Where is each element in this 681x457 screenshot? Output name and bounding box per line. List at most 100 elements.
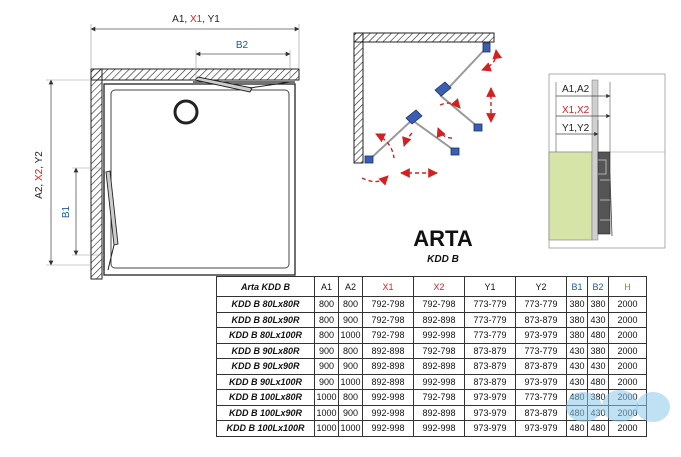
table-cell: 1000 bbox=[338, 420, 363, 437]
table-cell: 2000 bbox=[608, 327, 647, 344]
table-cell: 380 bbox=[566, 296, 588, 313]
table-cell: 892-898 bbox=[362, 358, 414, 375]
table-cell: 773-779 bbox=[515, 296, 567, 313]
table-cell: 773-779 bbox=[464, 311, 516, 328]
table-cell: 480 bbox=[587, 420, 609, 437]
opening-diagram bbox=[353, 32, 503, 186]
table-cell: 2000 bbox=[608, 373, 647, 390]
table-cell: 892-898 bbox=[413, 311, 465, 328]
swing-arrow bbox=[439, 98, 461, 109]
tile-layer bbox=[591, 79, 599, 241]
plan-wall-top bbox=[90, 68, 300, 81]
handle-icon bbox=[364, 155, 374, 164]
table-cell: 773-779 bbox=[515, 389, 567, 406]
table-header-cell: Y2 bbox=[515, 276, 567, 297]
model-cell: KDD B 90Lx90R bbox=[216, 358, 315, 375]
table-cell: 800 bbox=[314, 311, 339, 328]
profile-section bbox=[597, 151, 611, 235]
swing-arrow bbox=[481, 49, 503, 72]
table-cell: 973-979 bbox=[515, 373, 567, 390]
table-cell: 873-879 bbox=[464, 373, 516, 390]
table-cell: 800 bbox=[314, 327, 339, 344]
model-cell: KDD B 80Lx100R bbox=[216, 327, 315, 344]
model-cell: KDD B 80Lx90R bbox=[216, 311, 315, 328]
detail-a-label: A1,A2 bbox=[562, 84, 590, 95]
swing-arrow bbox=[436, 127, 453, 139]
left-door-panel bbox=[105, 170, 119, 246]
table-cell: 430 bbox=[566, 373, 588, 390]
table-cell: 430 bbox=[587, 404, 609, 421]
table-cell: 800 bbox=[338, 389, 363, 406]
table-cell: 973-979 bbox=[515, 327, 567, 344]
model-cell: KDD B 100Lx80R bbox=[216, 389, 315, 406]
table-cell: 380 bbox=[587, 389, 609, 406]
dim-b2-label: B2 bbox=[236, 40, 249, 51]
table-cell: 1000 bbox=[314, 404, 339, 421]
table-cell: 900 bbox=[314, 342, 339, 359]
table-header-cell: H bbox=[608, 276, 647, 297]
table-cell: 792-798 bbox=[362, 296, 414, 313]
opening-wall-left bbox=[353, 32, 364, 164]
table-cell: 992-998 bbox=[362, 420, 414, 437]
table-cell: 873-879 bbox=[464, 358, 516, 375]
drain-icon bbox=[173, 99, 199, 125]
wall-section bbox=[548, 151, 593, 241]
table-cell: 380 bbox=[587, 342, 609, 359]
model-cell: KDD B 80Lx80R bbox=[216, 296, 315, 313]
table-cell: 430 bbox=[566, 358, 588, 375]
table-header-cell: A1 bbox=[314, 276, 339, 297]
table-cell: 2000 bbox=[608, 404, 647, 421]
table-header-cell: B1 bbox=[566, 276, 588, 297]
table-cell: 380 bbox=[566, 311, 588, 328]
table-cell: 2000 bbox=[608, 296, 647, 313]
door-panel-lower bbox=[368, 118, 456, 161]
table-cell: 480 bbox=[566, 389, 588, 406]
table-cell: 792-798 bbox=[413, 342, 465, 359]
table-cell: 992-998 bbox=[362, 389, 414, 406]
opening-wall-top bbox=[353, 32, 495, 43]
table-cell: 480 bbox=[587, 373, 609, 390]
dim-left-label: A2, X2, Y2 bbox=[34, 151, 45, 199]
table-cell: 992-998 bbox=[413, 327, 465, 344]
table-cell: 2000 bbox=[608, 342, 647, 359]
hinge-icon bbox=[405, 109, 423, 125]
dim-top-label: A1, X1, Y1 bbox=[172, 14, 220, 25]
shower-tray-outer bbox=[103, 83, 296, 276]
table-cell: 892-898 bbox=[362, 373, 414, 390]
table-cell: 873-879 bbox=[515, 311, 567, 328]
plan-view: A1, X1, Y1 B2 A2, X2, Y2 B1 bbox=[34, 14, 300, 280]
table-cell: 2000 bbox=[608, 311, 647, 328]
table-cell: 800 bbox=[314, 296, 339, 313]
table-cell: 992-998 bbox=[362, 404, 414, 421]
table-cell: 773-779 bbox=[464, 296, 516, 313]
table-cell: 792-798 bbox=[362, 327, 414, 344]
table-cell: 992-998 bbox=[413, 373, 465, 390]
table-cell: 900 bbox=[338, 311, 363, 328]
table-cell: 900 bbox=[338, 404, 363, 421]
table-cell: 892-898 bbox=[413, 358, 465, 375]
table-cell: 430 bbox=[587, 358, 609, 375]
table-cell: 873-879 bbox=[464, 342, 516, 359]
table-header-row: Arta KDD B A1 A2 X1 X2 Y1 Y2 B1 B2 H bbox=[216, 276, 647, 297]
table-cell: 380 bbox=[566, 327, 588, 344]
detail-x-label: X1,X2 bbox=[562, 105, 590, 116]
table-cell: 773-779 bbox=[515, 342, 567, 359]
product-subtitle: KDD B bbox=[427, 254, 459, 265]
dim-b1-label: B1 bbox=[61, 205, 72, 218]
table-cell: 480 bbox=[566, 420, 588, 437]
plan-wall-left bbox=[90, 68, 103, 280]
shower-tray-inner bbox=[110, 89, 290, 269]
table-header-cell: X1 bbox=[362, 276, 414, 297]
swing-arrow bbox=[375, 133, 395, 159]
swing-arrow bbox=[402, 132, 413, 147]
